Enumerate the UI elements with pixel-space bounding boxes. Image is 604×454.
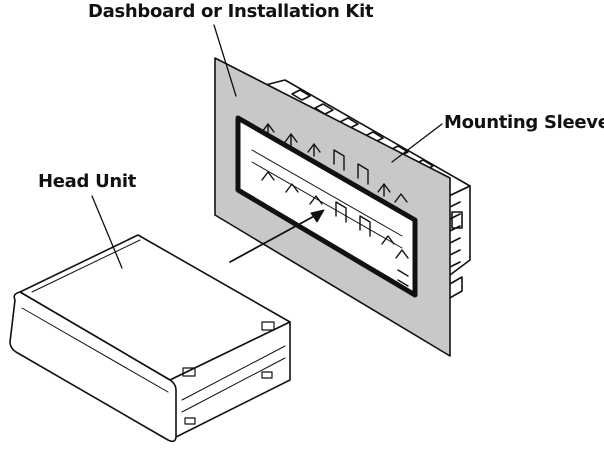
- leader-lines: [91, 24, 443, 269]
- dashboard-label: Dashboard or Installation Kit: [88, 1, 374, 22]
- head-unit-label: Head Unit: [38, 171, 137, 192]
- insertion-arrow: [229, 209, 325, 263]
- leader-head-unit: [91, 195, 123, 269]
- head-unit: [9, 234, 291, 443]
- leader-dashboard: [213, 24, 237, 97]
- mounting-sleeve-label: Mounting Sleeve: [444, 112, 604, 133]
- leader-sleeve: [391, 123, 443, 163]
- mounting-sleeve-front: [235, 115, 418, 298]
